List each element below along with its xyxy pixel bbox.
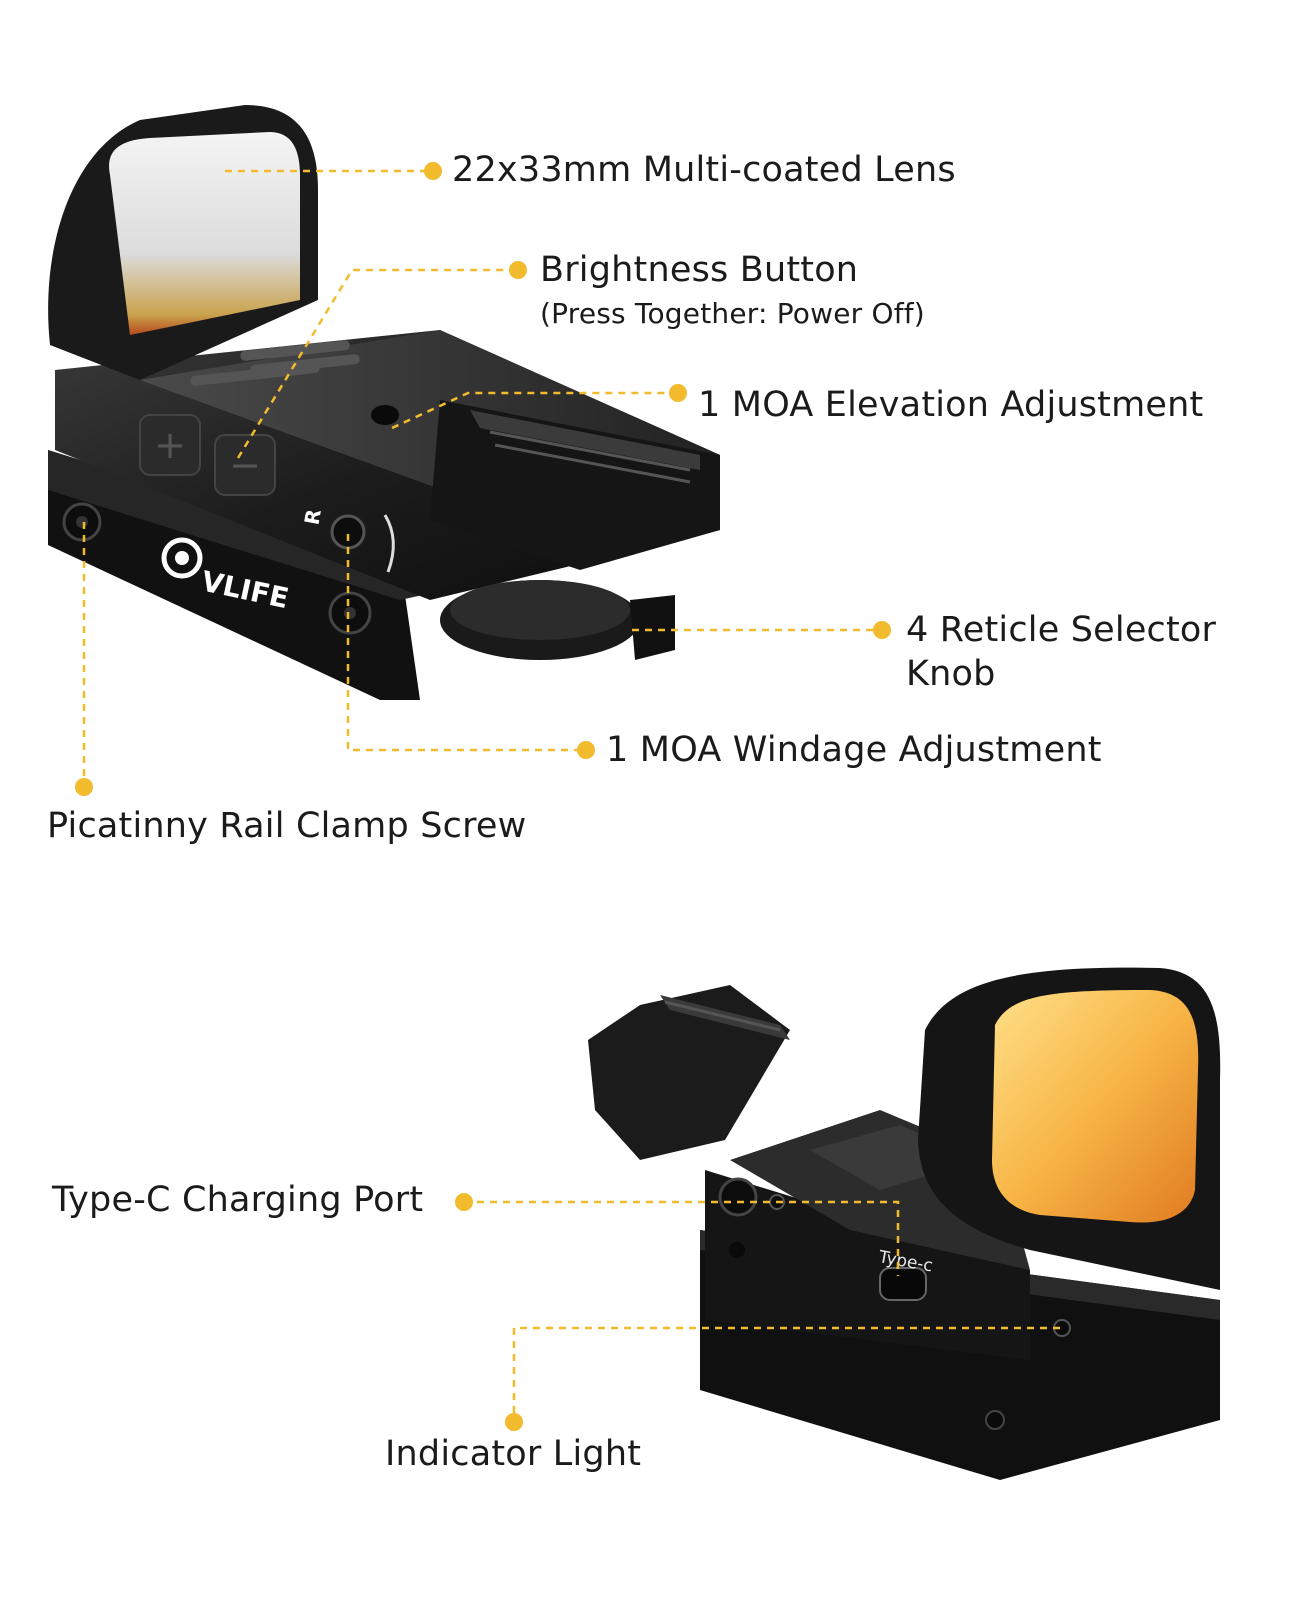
- red-dot-sight-rear-view: Type-c: [588, 967, 1221, 1480]
- lens-glass: [109, 132, 301, 335]
- callout-leaders: [82, 169, 1060, 1422]
- callout-dots: [75, 162, 891, 1431]
- elevation-label: 1 MOA Elevation Adjustment: [698, 385, 1204, 425]
- rail-clamp-label: Picatinny Rail Clamp Screw: [47, 806, 527, 846]
- svg-text:R: R: [299, 507, 325, 526]
- type-c-port: [879, 1267, 927, 1301]
- windage-label: 1 MOA Windage Adjustment: [606, 730, 1102, 770]
- windage-screw: [330, 514, 366, 550]
- brightness-label: Brightness Button: [540, 250, 859, 290]
- svg-text:−: −: [229, 443, 261, 487]
- type-c-label: Type-C Charging Port: [52, 1180, 424, 1220]
- brightness-note: (Press Together: Power Off): [540, 297, 925, 330]
- reticle-label-line1: 4 Reticle Selector: [906, 610, 1217, 650]
- lens-label: 22x33mm Multi-coated Lens: [452, 150, 956, 190]
- reticle-label-line2: Knob: [906, 654, 996, 694]
- rear-lens-glass: [992, 990, 1199, 1223]
- elevation-screw: [371, 405, 399, 425]
- svg-text:+: +: [154, 423, 186, 467]
- indicator-label: Indicator Light: [385, 1434, 642, 1474]
- minus-button: [214, 434, 276, 496]
- plus-button: [139, 414, 201, 476]
